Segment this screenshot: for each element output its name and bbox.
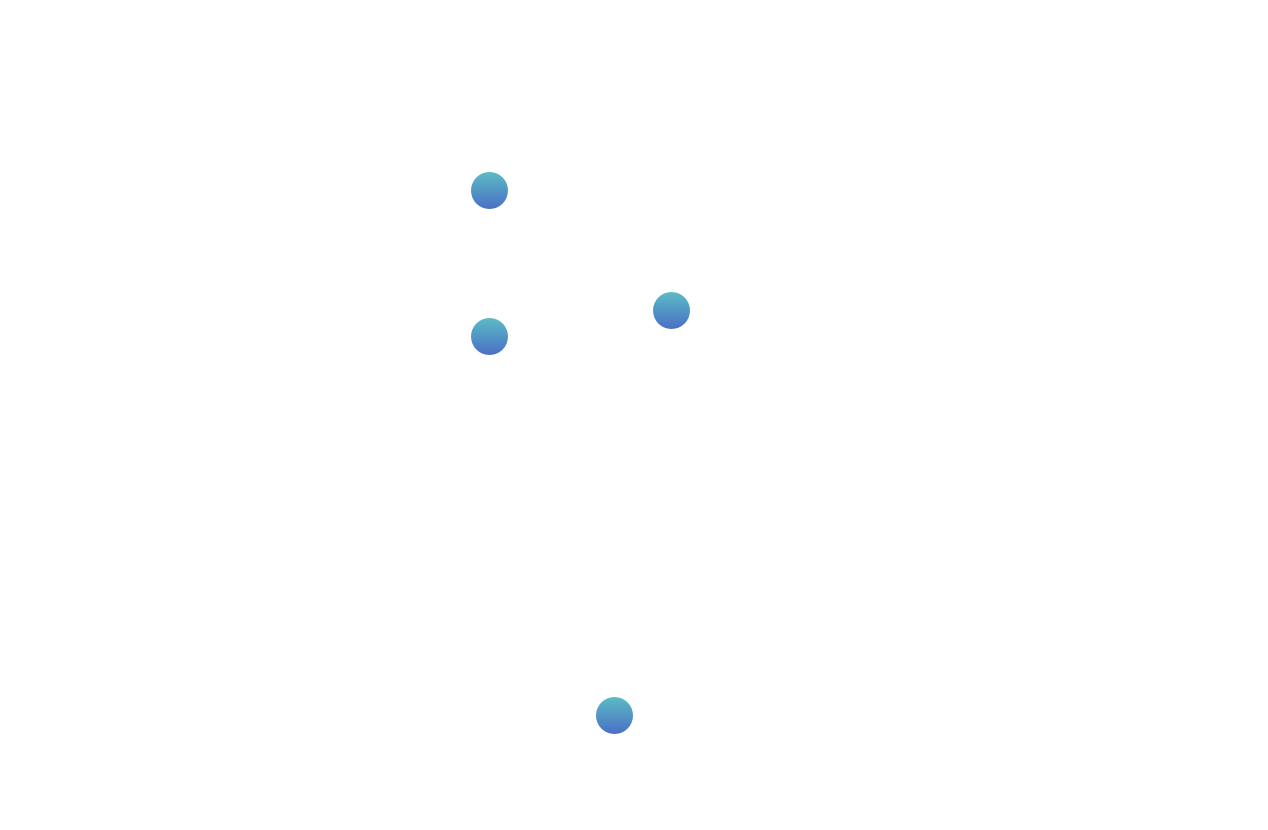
dot-2-circle-icon [653,292,690,329]
dot-3-circle-icon [471,318,508,355]
dot-4-circle-icon [596,697,633,734]
dot-1-circle-icon [471,172,508,209]
